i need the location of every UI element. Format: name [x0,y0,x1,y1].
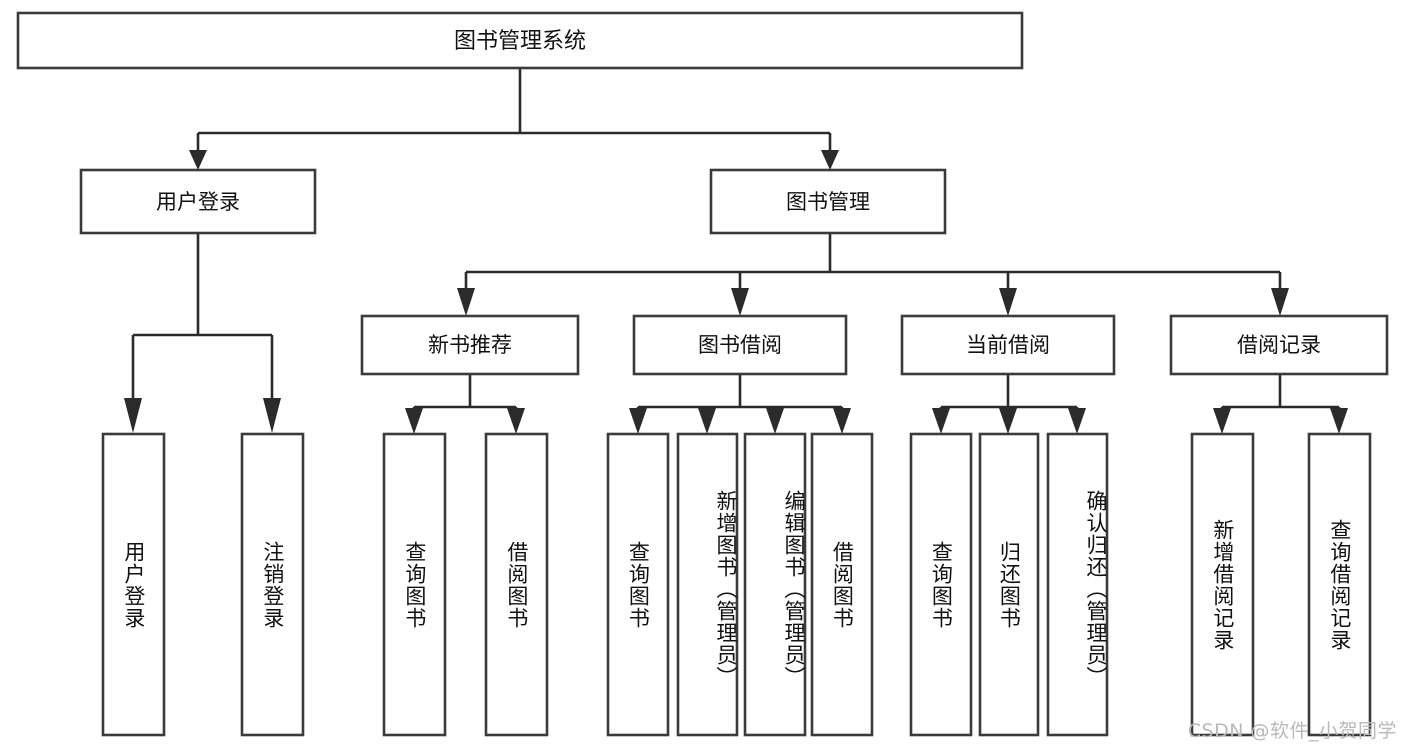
node-leaf-user-login[interactable] [101,432,166,737]
node-leaf-borrow-book[interactable] [810,432,874,737]
arrow-head-current-leaf-1 [932,408,950,434]
node-group: 图书管理系统 用户登录 图书管理 新书推荐 图书借阅 当前借阅 借阅记录 [16,11,1389,737]
arrow-head-user-leaf-2 [263,398,281,433]
arrow-head-user-login [189,150,207,170]
node-leaf-newbook-query-book[interactable] [382,432,447,737]
connector-group [124,68,1348,434]
arrow-head-borrow-leaf-4 [833,408,851,434]
arrow-head-current-leaf-3 [1068,408,1086,434]
node-leaf-add-book-admin[interactable] [676,432,739,737]
node-leaf-newbook-borrow-book[interactable] [484,432,549,737]
arrow-head-records [1271,288,1289,316]
node-leaf-query-borrow-record[interactable] [1307,432,1372,737]
node-user-login-label: 用户登录 [156,190,240,214]
node-current-borrow-label: 当前借阅 [966,333,1050,357]
arrow-head-user-leaf-1 [124,398,142,433]
node-root-book-mgmt-system[interactable] [16,11,1024,70]
node-user-login[interactable] [79,168,317,235]
arrow-head-current-leaf-2 [999,408,1017,434]
node-leaf-add-borrow-record[interactable] [1190,432,1255,737]
arrow-head-borrow-leaf-3 [766,408,784,434]
arrow-head-borrow-leaf-2 [698,408,716,434]
node-new-book-recommend-label: 新书推荐 [428,333,512,357]
node-borrow-records-label: 借阅记录 [1237,333,1321,357]
node-root-label: 图书管理系统 [454,29,586,54]
arrow-head-newbook-leaf-2 [507,408,525,434]
arrow-head-records-leaf-2 [1330,408,1348,434]
node-leaf-current-query-book[interactable] [909,432,973,737]
node-leaf-edit-book-admin[interactable] [743,432,807,737]
node-book-borrow-label: 图书借阅 [698,333,782,357]
arrow-head-book-mgmt [821,150,839,170]
node-leaf-confirm-return-admin[interactable] [1046,432,1109,737]
node-borrow-records[interactable] [1169,314,1389,376]
node-leaf-logout[interactable] [240,432,305,737]
csdn-watermark: CSDN @软件_小贺同学 [1187,720,1397,742]
arrow-head-new-book [457,288,475,316]
arrow-head-current [999,288,1017,316]
arrow-head-newbook-leaf-1 [405,408,423,434]
node-leaf-return-book[interactable] [978,432,1040,737]
node-new-book-recommend[interactable] [360,314,580,376]
arrow-head-borrow-leaf-1 [629,408,647,434]
node-book-management-label: 图书管理 [786,190,870,214]
arrow-head-borrow [731,288,749,316]
node-book-management[interactable] [709,168,947,235]
node-current-borrow[interactable] [900,314,1116,376]
arrow-head-records-leaf-1 [1213,408,1231,434]
node-book-borrow[interactable] [632,314,848,376]
node-leaf-borrow-query-book[interactable] [606,432,670,737]
